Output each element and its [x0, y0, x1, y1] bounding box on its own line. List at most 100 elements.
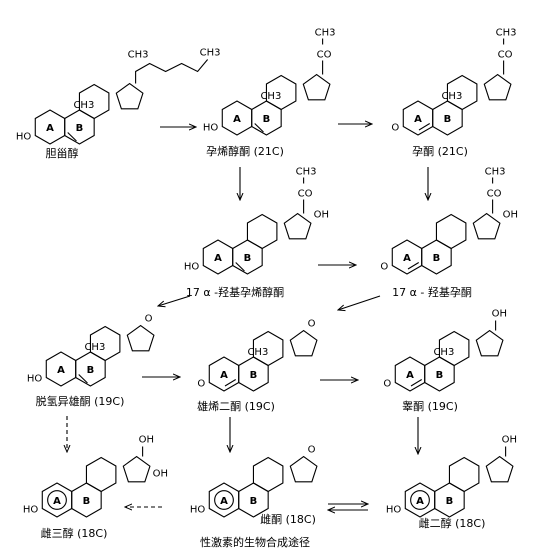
ring-d-bonds [485, 455, 514, 483]
ring-d-bonds [122, 455, 151, 483]
c19-methyl-label: CH3 [247, 347, 268, 358]
double-bond-5-6 [254, 123, 264, 133]
ring-a-label: A [53, 496, 61, 507]
ring-c-bonds [252, 330, 284, 367]
c3-hydroxyl-label: HO [190, 505, 206, 516]
isooctyl-side-chain [135, 59, 209, 84]
ring-d-bonds [115, 82, 144, 110]
c20-carbonyl-label: CO [498, 50, 513, 61]
c19-methyl-label: CH3 [441, 91, 462, 102]
double-bond-4-5 [407, 262, 420, 270]
ring-a-label: A [220, 370, 228, 381]
ring-d-bonds [283, 212, 312, 240]
double-bond-5-6 [67, 132, 77, 142]
ring-c-bonds [448, 456, 480, 493]
double-bond-5-6 [235, 262, 245, 272]
ring-b-label: B [244, 253, 252, 264]
ring-c-bonds [438, 330, 470, 367]
ring-c-bonds [85, 456, 117, 493]
c3-keto-label: O [391, 123, 399, 134]
compound-name-oh-pregnenolone: 17 α -羟基孕烯醇酮 [186, 285, 284, 299]
ring-d-bonds [289, 455, 318, 483]
c19-methyl-label: CH3 [73, 100, 94, 111]
ring-b-label: B [250, 496, 258, 507]
aromatic-circle [410, 490, 430, 510]
ring-a-label: A [406, 370, 414, 381]
c17-hydroxyl-label: OH [492, 309, 507, 320]
aromatic-circle [214, 490, 234, 510]
c3-hydroxyl-label: HO [203, 123, 219, 134]
c17-hydroxyl-label: OH [314, 210, 329, 221]
ring-a-label: A [220, 496, 228, 507]
compound-name-progesterone: 孕酮 (21C) [412, 145, 468, 158]
c21-methyl-label: CH3 [485, 167, 506, 178]
ring-c-bonds [446, 74, 478, 111]
c21-methyl-label: CH3 [496, 28, 517, 39]
ring-b-label: B [250, 370, 258, 381]
ring-a-label: A [46, 123, 54, 134]
c17-hydroxyl-label: OH [502, 435, 517, 446]
c17-keto-label: O [145, 314, 153, 325]
ring-d-bonds [126, 324, 155, 352]
compound-name-cholesterol: 胆甾醇 [46, 146, 79, 160]
ring-c-bonds [78, 83, 110, 120]
c16-hydroxyl-label: OH [153, 469, 168, 480]
compound-name-androstenedione: 雄烯二酮 (19C) [197, 399, 275, 413]
ring-c-bonds [246, 213, 278, 250]
compound-name-dhea: 脱氢异雄酮 (19C) [36, 394, 125, 408]
aromatic-circle [47, 490, 67, 510]
c3-hydroxyl-label: HO [16, 132, 32, 143]
ring-d-bonds [483, 73, 512, 101]
compound-name-estradiol: 雌二醇 (18C) [419, 516, 486, 530]
ring-b-label: B [433, 253, 441, 264]
ring-b-label: B [263, 114, 271, 125]
ring-b-label: B [436, 370, 444, 381]
c3-keto-label: O [383, 379, 391, 390]
ring-a-label: A [414, 114, 422, 125]
ring-c-bonds [435, 213, 467, 250]
compound-name-estriol: 雌三醇 (18C) [41, 526, 108, 540]
c17-keto-label: O [308, 319, 316, 330]
compound-name-testosterone: 睾酮 (19C) [402, 399, 458, 413]
c26-methyl-label: CH3 [200, 48, 221, 59]
c3-hydroxyl-label: HO [386, 505, 402, 516]
compound-name-pregnenolone: 孕烯醇酮 (21C) [206, 144, 284, 158]
c3-keto-label: O [197, 379, 205, 390]
double-bond-4-5 [410, 379, 423, 387]
ring-b-label: B [83, 496, 91, 507]
c19-methyl-label: CH3 [84, 342, 105, 353]
c3-hydroxyl-label: HO [27, 374, 43, 385]
c17-hydroxyl-label: OH [139, 435, 154, 446]
c19-methyl-label: CH3 [433, 347, 454, 358]
c21-methyl-label: CH3 [296, 167, 317, 178]
ring-d-bonds [289, 329, 318, 357]
c21-methyl-label: CH3 [315, 28, 336, 39]
ring-d-bonds [472, 212, 501, 240]
arrow-oh-progesterone-to-androstenedione [338, 295, 381, 310]
arrows-layer [67, 124, 428, 510]
diagram-title: 性激素的生物合成途径 [200, 535, 310, 549]
c20-carbonyl-label: CO [298, 189, 313, 200]
double-bond-4-5 [418, 123, 431, 131]
testosterone-structure: A B O CH3 OH [383, 309, 507, 392]
double-bond-5-6 [78, 374, 88, 384]
ring-c-bonds [252, 456, 284, 493]
ring-a-label: A [233, 114, 241, 125]
double-bond-4-5 [224, 379, 237, 387]
c21-methyl-label: CH3 [128, 50, 149, 61]
ring-c-bonds [265, 74, 297, 111]
compound-name-oh-progesterone: 17 α - 羟基孕酮 [392, 285, 472, 299]
c17-hydroxyl-label: OH [503, 210, 518, 221]
ring-a-label: A [403, 253, 411, 264]
ring-b-label: B [87, 365, 95, 376]
ring-a-label: A [416, 496, 424, 507]
